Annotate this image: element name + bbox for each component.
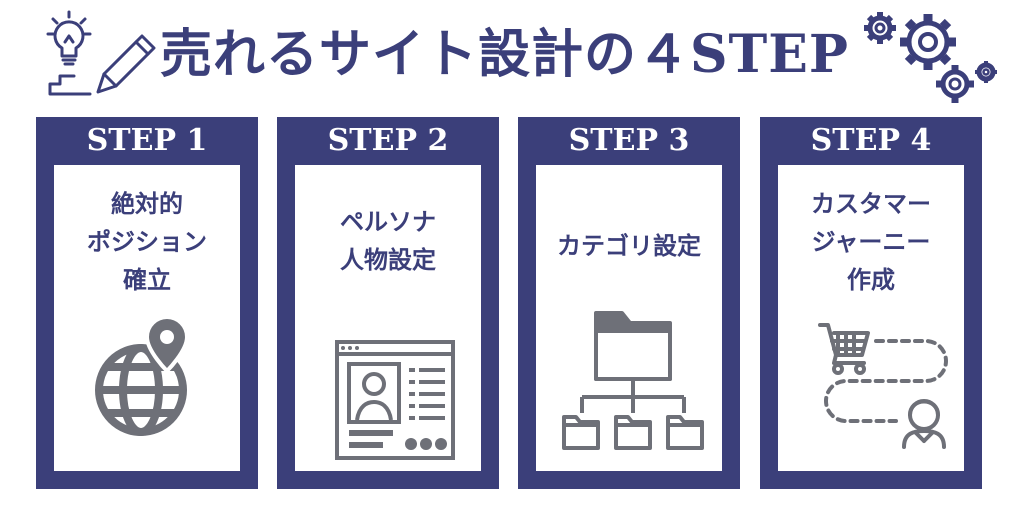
- step-body: ペルソナ 人物設定: [295, 165, 481, 471]
- step-label: STEP 3: [568, 123, 690, 158]
- lightbulb-pencil-icon: [46, 10, 156, 96]
- step-description: 絶対的 ポジション 確立: [87, 190, 207, 294]
- step-label: STEP 2: [327, 123, 449, 158]
- profile-window-icon: [335, 340, 455, 460]
- cart-journey-person-icon: [818, 323, 948, 449]
- folder-tree-icon: [562, 311, 704, 450]
- page-title: 売れるサイト設計の４STEP: [160, 24, 849, 85]
- step-body: カテゴリ設定: [536, 165, 722, 471]
- step-card-1: STEP 1 絶対的 ポジション 確立: [36, 117, 258, 489]
- steps-row: STEP 1 絶対的 ポジション 確立 STEP 2: [0, 117, 1024, 492]
- step-body: 絶対的 ポジション 確立: [54, 165, 240, 471]
- step-description: ペルソナ 人物設定: [340, 208, 436, 274]
- step-card-4: STEP 4 カスタマー ジャーニー 作成: [760, 117, 982, 489]
- step-description: カスタマー ジャーニー 作成: [811, 190, 931, 294]
- step-card-2: STEP 2 ペルソナ 人物設定: [277, 117, 499, 489]
- page-header: 売れるサイト設計の４STEP: [0, 0, 1024, 110]
- step-card-3: STEP 3 カテゴリ設定: [518, 117, 740, 489]
- step-label: STEP 4: [810, 123, 932, 158]
- gears-icon: [864, 12, 997, 103]
- step-body: カスタマー ジャーニー 作成: [778, 165, 964, 471]
- step-description: カテゴリ設定: [557, 232, 701, 260]
- globe-location-pin-icon: [95, 315, 190, 436]
- step-label: STEP 1: [86, 123, 208, 158]
